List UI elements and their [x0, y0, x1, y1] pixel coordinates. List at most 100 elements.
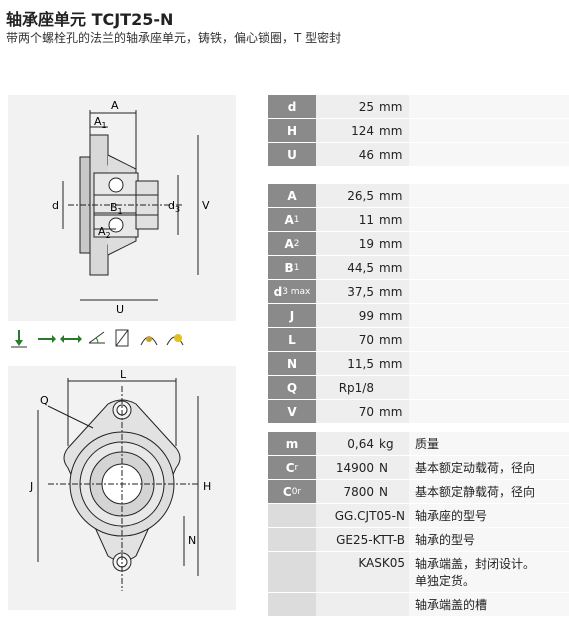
dim-label-d3: d3	[168, 199, 180, 214]
spec-value: GE25-KTT-B	[316, 528, 409, 551]
dim-label-a1: A1	[94, 115, 107, 130]
spec-value: Rp1/8	[316, 376, 409, 399]
spec-description	[409, 304, 569, 327]
spec-key: m	[268, 432, 316, 455]
front-view-drawing: L Q J H N	[8, 366, 236, 610]
spec-description	[409, 400, 569, 423]
dim-label-v: V	[202, 199, 210, 212]
spec-key	[268, 593, 316, 616]
dim-label-b1: B1	[110, 201, 123, 216]
spec-description	[409, 119, 569, 142]
spec-unit: N	[379, 484, 388, 499]
spec-description	[409, 208, 569, 231]
spec-key: L	[268, 328, 316, 351]
spec-unit: kg	[379, 436, 394, 451]
spec-value: KASK05	[316, 552, 409, 592]
axial-load-both-icon	[60, 335, 82, 343]
spec-unit: mm	[379, 284, 403, 299]
spec-description	[409, 280, 569, 303]
spec-unit: mm	[379, 260, 403, 275]
seal-icon	[140, 336, 158, 346]
spec-description	[409, 352, 569, 375]
spec-description	[409, 95, 569, 118]
spec-description	[409, 256, 569, 279]
angle-icon	[88, 331, 105, 344]
dim-label-d: d	[52, 199, 59, 212]
radial-load-icon	[11, 330, 27, 348]
spec-row: 轴承端盖的槽	[268, 593, 569, 617]
spec-key: Q	[268, 376, 316, 399]
spec-value	[316, 593, 409, 616]
page-title: 轴承座单元 TCJT25-N	[6, 10, 174, 29]
dim-label-q: Q	[40, 394, 49, 407]
spec-description	[409, 376, 569, 399]
spec-key: d	[268, 95, 316, 118]
spec-key	[268, 552, 316, 592]
spec-description: 轴承端盖的槽	[409, 593, 569, 616]
spec-unit: mm	[379, 236, 403, 251]
dim-label-h: H	[203, 480, 211, 493]
spec-key: H	[268, 119, 316, 142]
spec-unit: mm	[379, 99, 403, 114]
spec-description	[409, 184, 569, 207]
spec-unit: mm	[379, 147, 403, 162]
spec-description: 基本额定静载荷，径向	[409, 480, 569, 503]
spec-unit: mm	[379, 308, 403, 323]
dim-label-j: J	[29, 480, 33, 493]
spec-key: J	[268, 304, 316, 327]
spec-description	[409, 143, 569, 166]
spec-description: 质量	[409, 432, 569, 455]
page-subtitle: 带两个螺栓孔的法兰的轴承座单元，铸铁，偏心锁圈，T 型密封	[6, 31, 342, 45]
axial-load-icon	[38, 335, 56, 343]
spec-key: N	[268, 352, 316, 375]
spec-key	[268, 528, 316, 551]
spec-unit: mm	[379, 404, 403, 419]
side-view-drawing: A A1 B1 A2 d d3 V U	[8, 95, 236, 321]
side-view-svg: A A1 B1 A2 d d3 V U	[52, 99, 210, 316]
dim-label-n: N	[188, 534, 196, 547]
spec-description: 轴承端盖，封闭设计。单独定货。	[409, 552, 569, 592]
spec-key	[268, 504, 316, 527]
spec-description: 基本额定动载荷，径向	[409, 456, 569, 479]
spec-description: 轴承的型号	[409, 528, 569, 551]
spec-key: U	[268, 143, 316, 166]
front-view-svg: L Q J H N	[29, 368, 211, 591]
property-icon-bar	[8, 327, 236, 353]
lubrication-icon	[166, 334, 184, 346]
spec-unit: N	[379, 460, 388, 475]
